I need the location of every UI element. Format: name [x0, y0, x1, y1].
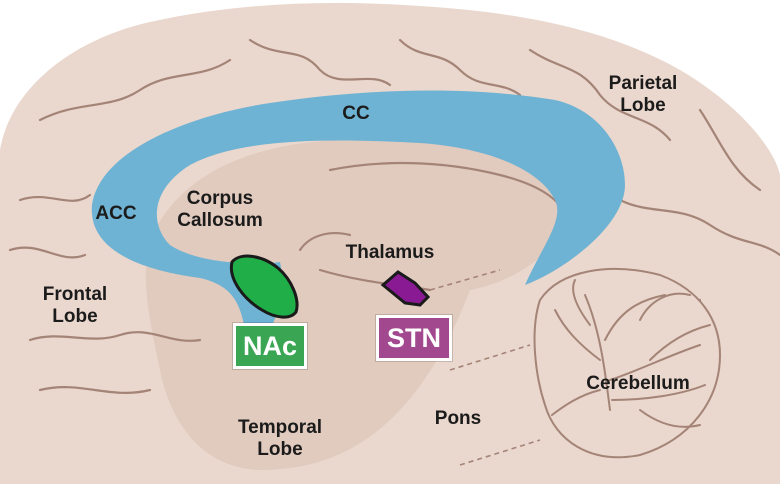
- label-corpus-line2: Callosum: [177, 210, 263, 231]
- label-temporal-line1: Temporal: [237, 417, 323, 438]
- label-temporal-lobe: Temporal Lobe: [220, 417, 340, 461]
- stn-region: [380, 270, 431, 307]
- nac-badge: NAc: [233, 323, 307, 369]
- cerebellum-region: [533, 268, 722, 459]
- corpus-callosum-region: [91, 90, 626, 330]
- nac-region: [229, 254, 299, 319]
- label-parietal-lobe: Parietal Lobe: [588, 73, 698, 117]
- label-cerebellum: Cerebellum: [586, 373, 690, 394]
- label-corpus-line1: Corpus: [186, 188, 254, 209]
- dashed-guides: [429, 269, 541, 466]
- label-temporal-line2: Lobe: [257, 439, 303, 460]
- subcortical-tissue: [145, 139, 571, 470]
- label-corpus-callosum: Corpus Callosum: [160, 188, 280, 232]
- label-parietal-line2: Lobe: [620, 95, 666, 116]
- label-frontal-line1: Frontal: [42, 284, 108, 305]
- stn-badge: STN: [376, 315, 452, 361]
- label-frontal-line2: Lobe: [52, 306, 98, 327]
- label-acc: ACC: [95, 203, 137, 224]
- label-parietal-line1: Parietal: [608, 73, 678, 94]
- label-pons: Pons: [434, 408, 482, 429]
- label-frontal-lobe: Frontal Lobe: [25, 284, 125, 328]
- label-thalamus: Thalamus: [345, 242, 435, 263]
- label-cc: CC: [342, 103, 370, 124]
